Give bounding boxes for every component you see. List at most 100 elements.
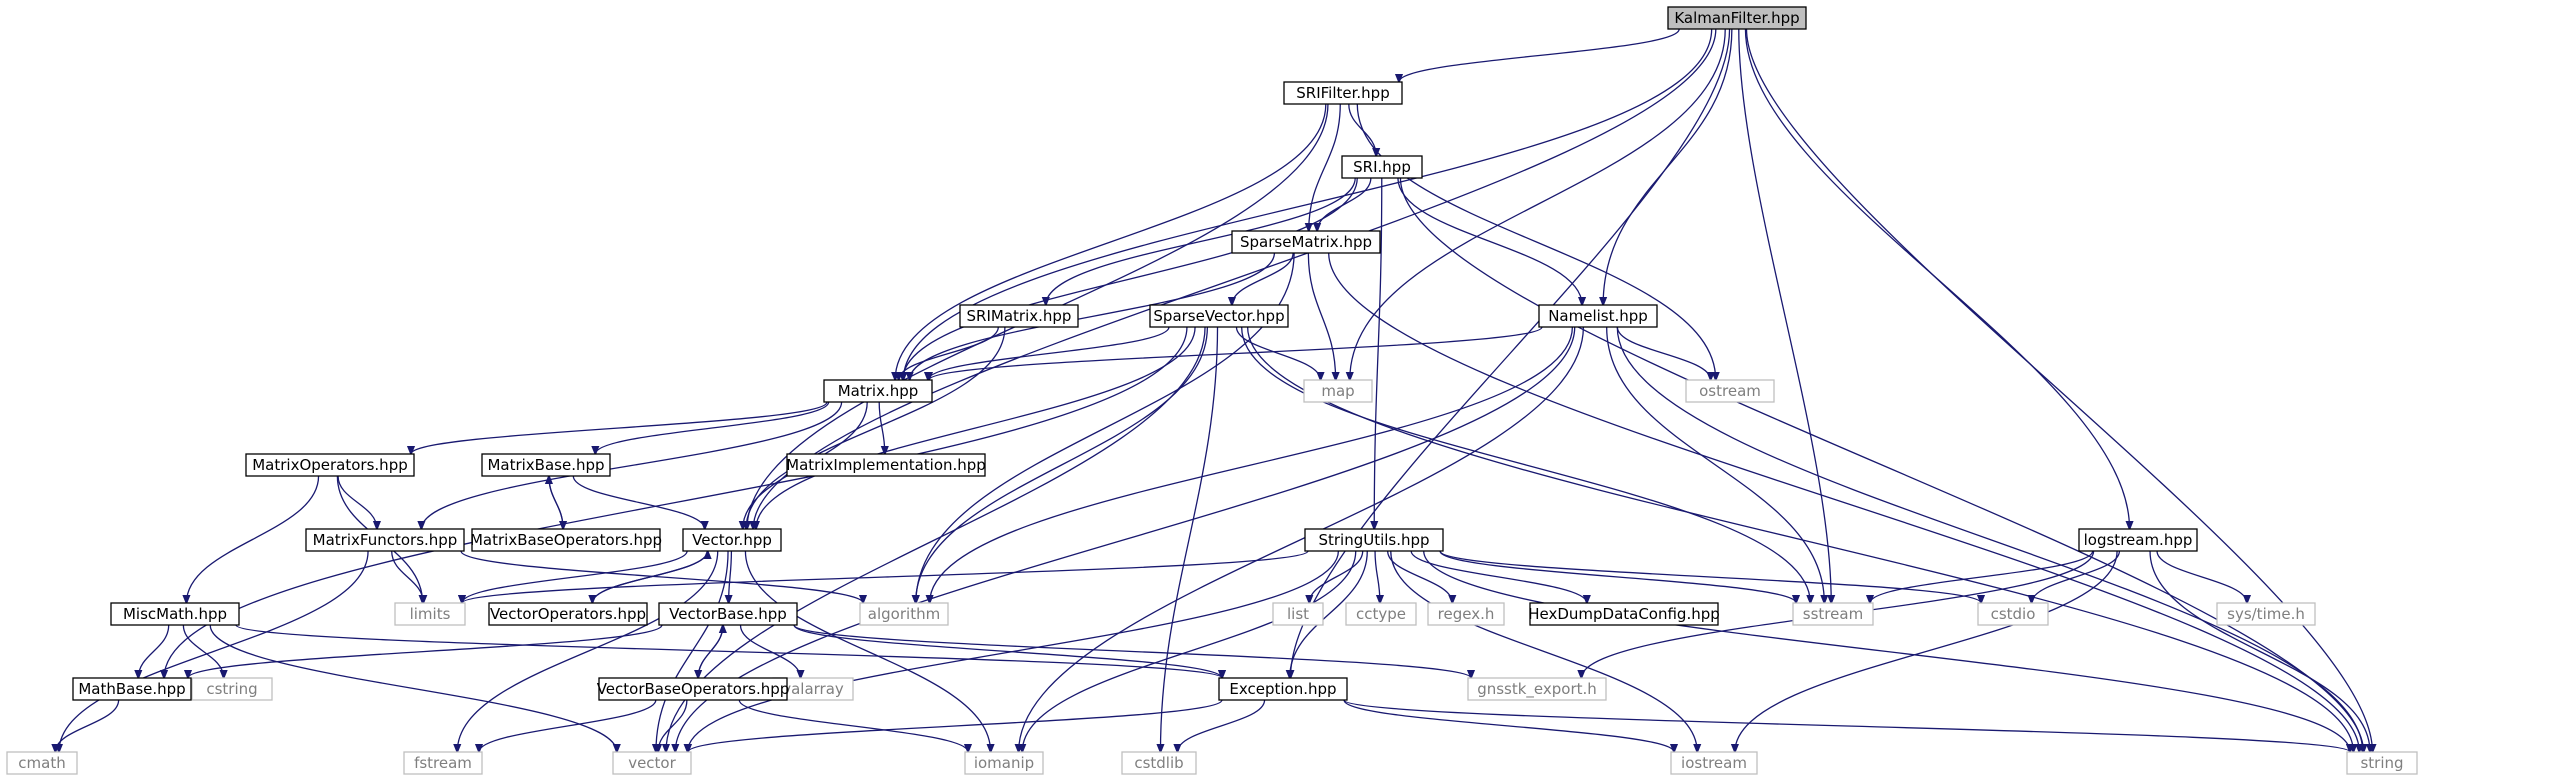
edge-vectorbase-to-mathbase <box>188 624 663 678</box>
node-matrixbaseops[interactable]: MatrixBaseOperators.hpp <box>470 528 662 552</box>
node-map: map <box>1303 379 1373 403</box>
node-matrix-label: Matrix.hpp <box>838 382 919 400</box>
node-matrixfunctors-box <box>305 528 465 552</box>
node-sstream-label: sstream <box>1803 605 1863 623</box>
edge-vectorbaseops-to-vectorstd <box>658 699 688 752</box>
edge-stringutils-to-cctype <box>1374 550 1380 603</box>
edge-kalman-to-sstream <box>1738 28 1831 603</box>
edge-kalman-to-srifilter <box>1399 28 1680 82</box>
node-cstdlib-box <box>1121 751 1197 775</box>
node-mathbase[interactable]: MathBase.hpp <box>72 677 192 701</box>
node-fstream-box <box>403 751 483 775</box>
node-logstream[interactable]: logstream.hpp <box>2078 528 2198 552</box>
edges-layer <box>55 28 2372 752</box>
edge-matrixfunctors-to-cmath <box>59 550 369 752</box>
node-hexdump-label: HexDumpDataConfig.hpp <box>1528 605 1720 623</box>
node-matrixfunctors[interactable]: MatrixFunctors.hpp <box>305 528 465 552</box>
node-stringutils-box <box>1304 528 1444 552</box>
node-matrixbase-box <box>481 453 611 477</box>
node-vectorbase-label: VectorBase.hpp <box>669 605 787 623</box>
edge-miscmath-to-vectorstd <box>209 624 617 752</box>
node-logstream-label: logstream.hpp <box>2084 531 2193 549</box>
node-ostream: ostream <box>1685 379 1775 403</box>
node-matrixbase[interactable]: MatrixBase.hpp <box>481 453 611 477</box>
node-valarray: valarray <box>772 677 854 701</box>
edge-namelist-to-sstream <box>1606 326 1825 603</box>
node-vectorstd: vector <box>612 751 692 775</box>
node-vectorbase[interactable]: VectorBase.hpp <box>658 602 798 626</box>
node-regexh: regex.h <box>1427 602 1505 626</box>
edge-vector-to-limits <box>462 550 688 603</box>
node-exception[interactable]: Exception.hpp <box>1218 677 1348 701</box>
node-cctype-box <box>1345 602 1417 626</box>
node-matrix-box <box>823 379 933 403</box>
node-regexh-box <box>1427 602 1505 626</box>
edge-stringutils-to-iomanip <box>1022 550 1357 752</box>
node-matrixops-label: MatrixOperators.hpp <box>252 456 408 474</box>
edge-srimatrix-to-vector <box>746 326 1006 529</box>
node-sparsevector[interactable]: SparseVector.hpp <box>1149 304 1289 328</box>
node-list: list <box>1272 602 1324 626</box>
node-srimatrix[interactable]: SRIMatrix.hpp <box>959 304 1079 328</box>
edge-sparsevector-to-vector <box>756 326 1196 529</box>
node-matriximpl-box <box>786 453 986 477</box>
node-vectorbaseops-label: VectorBaseOperators.hpp <box>597 680 790 698</box>
edge-srimatrix-to-matrix <box>899 326 999 380</box>
node-fstream-label: fstream <box>414 754 472 772</box>
edge-vectorbase-to-gnsstkexport <box>793 624 1471 678</box>
node-iostream-label: iostream <box>1681 754 1747 772</box>
node-sparsematrix-box <box>1231 230 1381 254</box>
edge-sri-to-namelist <box>1397 177 1582 305</box>
edge-vector-to-iomanip <box>744 550 990 752</box>
node-vector[interactable]: Vector.hpp <box>682 528 782 552</box>
node-kalman[interactable]: KalmanFilter.hpp <box>1667 6 1807 30</box>
node-cctype-label: cctype <box>1356 605 1406 623</box>
edge-vectorbase-to-valarray <box>739 624 800 678</box>
edge-sparsevector-to-cstdlib <box>1160 326 1219 752</box>
node-namelist-box <box>1538 304 1658 328</box>
edge-stringutils-to-sstream <box>1439 550 1796 603</box>
node-vectorbaseops-box <box>598 677 788 701</box>
edge-kalman-to-exception <box>1290 28 1731 678</box>
edge-vectorbaseops-to-fstream <box>479 699 657 752</box>
node-stringutils[interactable]: StringUtils.hpp <box>1304 528 1444 552</box>
edge-sri-to-stringutils <box>1374 177 1383 529</box>
edge-sparsematrix-to-sparsevector <box>1232 252 1294 305</box>
node-vectorstd-box <box>612 751 692 775</box>
node-ostream-box <box>1685 379 1775 403</box>
node-list-box <box>1272 602 1324 626</box>
node-iostream-box <box>1670 751 1758 775</box>
edge-stringutils-to-regexh <box>1387 550 1453 603</box>
node-srifilter[interactable]: SRIFilter.hpp <box>1283 81 1403 105</box>
node-cmath-box <box>6 751 78 775</box>
node-sri-label: SRI.hpp <box>1353 158 1411 176</box>
node-algorithm: algorithm <box>859 602 949 626</box>
node-matrixops[interactable]: MatrixOperators.hpp <box>245 453 415 477</box>
node-matriximpl[interactable]: MatrixImplementation.hpp <box>786 453 986 477</box>
edge-matrixfunctors-to-limits <box>391 550 424 603</box>
node-miscmath-box <box>110 602 240 626</box>
node-matrix[interactable]: Matrix.hpp <box>823 379 933 403</box>
node-string: string <box>2346 751 2418 775</box>
node-exception-box <box>1218 677 1348 701</box>
node-regexh-label: regex.h <box>1438 605 1495 623</box>
edge-srifilter-to-ostream <box>1356 103 1715 380</box>
node-limits-box <box>394 602 466 626</box>
node-sparsematrix[interactable]: SparseMatrix.hpp <box>1231 230 1381 254</box>
node-miscmath[interactable]: MiscMath.hpp <box>110 602 240 626</box>
edge-stringutils-to-string <box>1423 550 2350 752</box>
edge-vectorbaseops-to-vectorbase <box>697 625 723 679</box>
edge-vectorbaseops-to-iomanip <box>738 699 968 752</box>
node-sri[interactable]: SRI.hpp <box>1341 155 1423 179</box>
edge-kalman-to-matrix <box>903 28 1713 380</box>
node-namelist[interactable]: Namelist.hpp <box>1538 304 1658 328</box>
node-limits-label: limits <box>410 605 451 623</box>
node-cstring: cstring <box>191 677 273 701</box>
node-vectorops[interactable]: VectorOperators.hpp <box>488 602 648 626</box>
node-sparsevector-label: SparseVector.hpp <box>1153 307 1284 325</box>
edge-namelist-to-iomanip <box>1019 326 1585 752</box>
node-vectorbaseops[interactable]: VectorBaseOperators.hpp <box>597 677 790 701</box>
node-hexdump[interactable]: HexDumpDataConfig.hpp <box>1528 602 1720 626</box>
edge-sparsematrix-to-string <box>1328 252 2360 752</box>
node-systime-box <box>2216 602 2316 626</box>
